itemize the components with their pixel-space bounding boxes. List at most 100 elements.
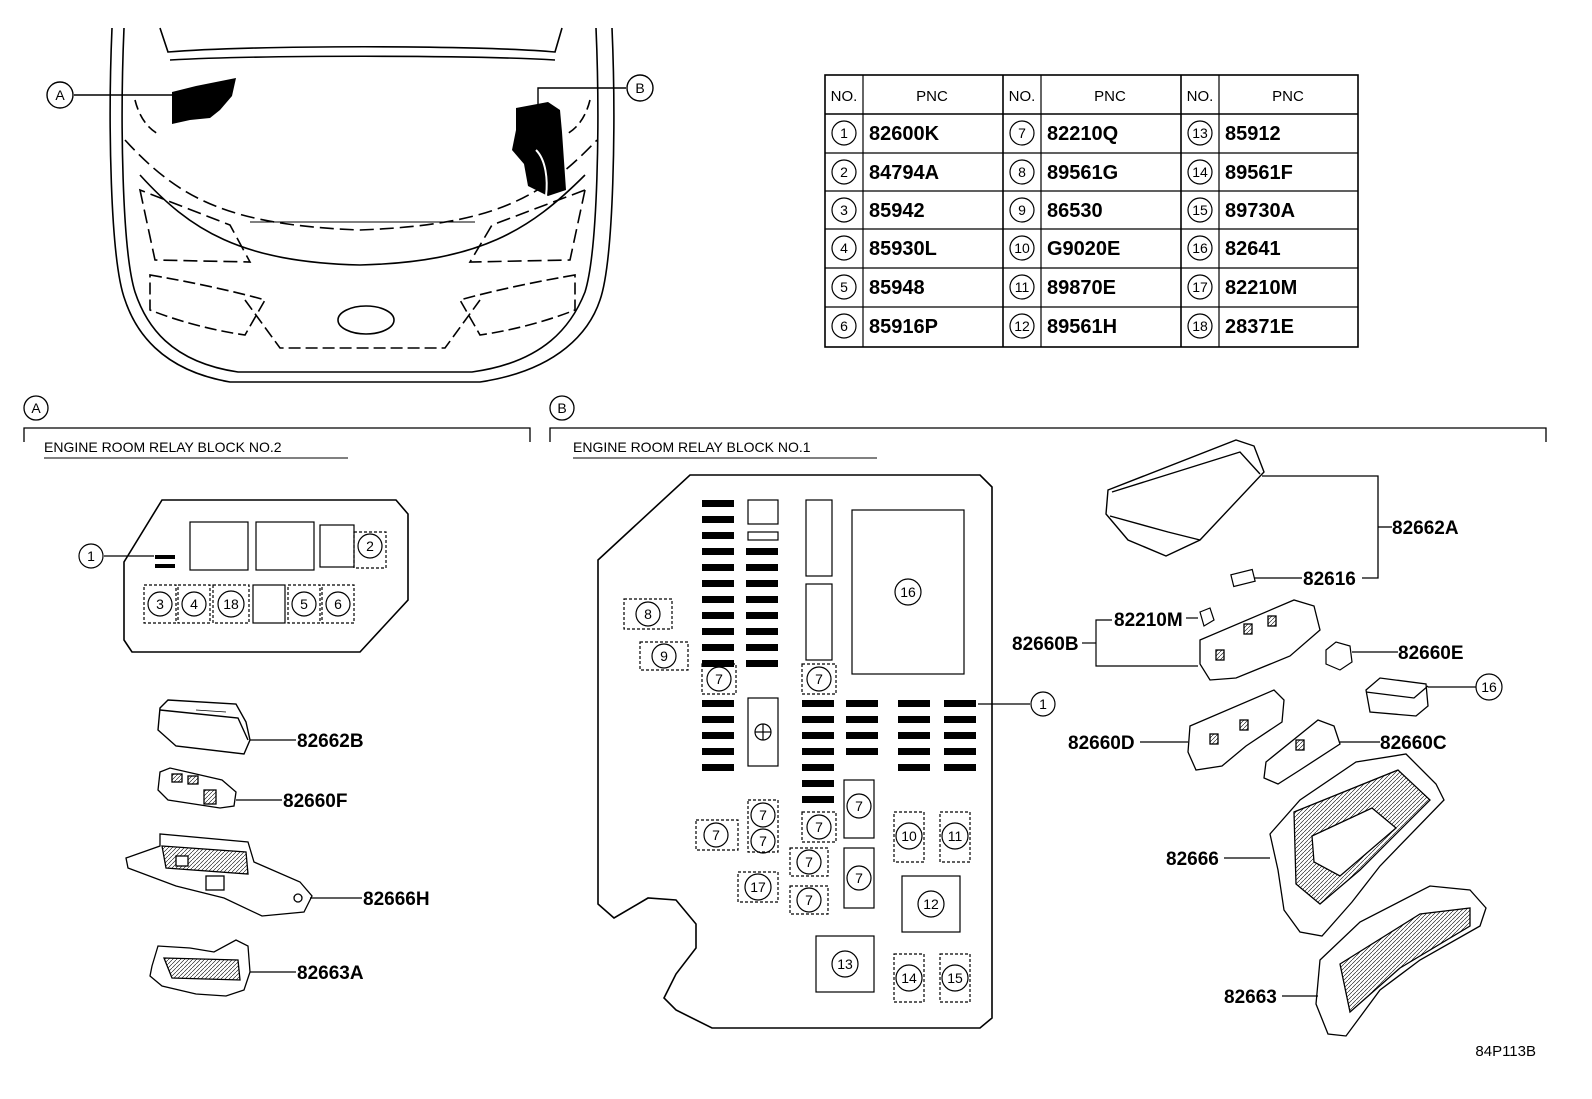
fuse-stripe: [802, 716, 834, 723]
part-label-82660b: 82660B: [1012, 634, 1079, 655]
callout-7-i: 7: [805, 854, 813, 870]
fuse-stripe: [702, 644, 734, 651]
table-number: 14: [1192, 164, 1208, 180]
part-82663a-lower-cover: [149, 939, 251, 997]
fuse-stripe: [702, 548, 734, 555]
callout-17: 17: [750, 879, 766, 895]
callout-13: 13: [837, 956, 853, 972]
fuse-stripe: [898, 716, 930, 723]
table-header-pnc-1: PNC: [916, 88, 948, 105]
table-pnc-value: 82210M: [1225, 277, 1297, 299]
table-number: 5: [840, 279, 848, 295]
fuse-stripe: [898, 764, 930, 771]
part-82662b-cover: [157, 699, 251, 755]
table-number-circle: [1009, 235, 1035, 261]
fuse-stripe: [944, 764, 976, 771]
part-82616-clip: [1230, 568, 1256, 588]
part-82660e-connector: [1325, 641, 1353, 671]
table-number-circle: [1009, 197, 1035, 223]
table-pnc-value: 89561G: [1047, 162, 1118, 184]
fuse-stripe: [746, 628, 778, 635]
callout-7-a: 7: [715, 671, 723, 687]
table-pnc-value: 86530: [1047, 200, 1103, 222]
table-number-circle: [831, 159, 857, 185]
table-number: 15: [1192, 202, 1208, 218]
table-pnc-value: 89561F: [1225, 162, 1293, 184]
callout-12: 12: [923, 896, 939, 912]
part-82210m-relay: [1199, 607, 1215, 627]
table-number: 10: [1014, 240, 1030, 256]
table-pnc-value: 82641: [1225, 238, 1281, 260]
table-pnc-value: 85942: [869, 200, 925, 222]
fuse-stripe: [746, 612, 778, 619]
section-a-marker: A: [31, 400, 41, 416]
table-number-circle: [1187, 120, 1213, 146]
block-2-callouts: 1 2 3 4 18 5 6: [78, 533, 383, 618]
callout-16: 16: [900, 584, 916, 600]
location-a-label: A: [55, 87, 65, 103]
table-pnc-value: G9020E: [1047, 238, 1120, 260]
table-number: 1: [840, 125, 848, 141]
diagram-code: 84P113B: [1475, 1043, 1536, 1060]
table-number-circle: [1187, 274, 1213, 300]
table-number-circle: [1187, 313, 1213, 339]
callout-7-c: 7: [712, 827, 720, 843]
fuse-stripe: [944, 716, 976, 723]
part-82660b-connector: [1199, 599, 1321, 681]
callout-1-b: 1: [1039, 696, 1047, 712]
table-pnc-value: 28371E: [1225, 316, 1294, 338]
table-number: 16: [1192, 240, 1208, 256]
section-a-title: ENGINE ROOM RELAY BLOCK NO.2: [44, 439, 282, 455]
fuse-stripe: [702, 612, 734, 619]
callout-10: 10: [901, 828, 917, 844]
table-number-circle: [831, 274, 857, 300]
vehicle-front-view: [109, 27, 615, 383]
fuse-stripe: [846, 716, 878, 723]
part-label-82662a: 82662A: [1392, 518, 1459, 539]
fuse-stripe: [944, 748, 976, 755]
part-label-82660e: 82660E: [1398, 643, 1464, 664]
table-pnc-value: 89730A: [1225, 200, 1295, 222]
callout-16-b: 16: [1481, 679, 1497, 695]
part-label-82662b: 82662B: [297, 731, 364, 752]
table-header-pnc-3: PNC: [1272, 88, 1304, 105]
fuse-array: [702, 500, 976, 803]
fuse-stripe: [702, 564, 734, 571]
fuse-stripe: [702, 748, 734, 755]
fuse-stripe: [802, 764, 834, 771]
part-label-82663: 82663: [1224, 987, 1277, 1008]
part-label-82660c: 82660C: [1380, 733, 1447, 754]
fuse-stripe: [702, 500, 734, 507]
part-82660c-connector: [1263, 719, 1341, 785]
part-82666-housing: [1269, 753, 1445, 937]
table-number-circle: [1187, 197, 1213, 223]
fuse-stripe: [802, 780, 834, 787]
table-number: 9: [1018, 202, 1026, 218]
table-header-no-1: NO.: [831, 88, 858, 105]
table-number-circle: [831, 235, 857, 261]
table-number: 4: [840, 240, 848, 256]
part-label-82616: 82616: [1303, 569, 1356, 590]
part-label-82660d: 82660D: [1068, 733, 1135, 754]
location-b-label: B: [635, 80, 644, 96]
fuse-stripe: [702, 628, 734, 635]
table-pnc-value: 82600K: [869, 123, 940, 145]
section-b-marker: B: [557, 400, 566, 416]
table-number-circle: [1009, 120, 1035, 146]
table-pnc-value: 85916P: [869, 316, 938, 338]
callout-7-b: 7: [815, 671, 823, 687]
callout-1: 1: [87, 548, 95, 564]
callout-15: 15: [947, 970, 963, 986]
callout-8: 8: [644, 606, 652, 622]
table-number-circle: [1187, 159, 1213, 185]
callout-7-g: 7: [855, 798, 863, 814]
table-number: 7: [1018, 125, 1026, 141]
table-number: 11: [1015, 279, 1030, 295]
plus-symbol: [754, 723, 772, 741]
part-16-relay: [1365, 677, 1429, 717]
part-label-82660f: 82660F: [283, 791, 347, 812]
callout-7-j: 7: [805, 892, 813, 908]
part-label-82210m: 82210M: [1114, 610, 1183, 631]
